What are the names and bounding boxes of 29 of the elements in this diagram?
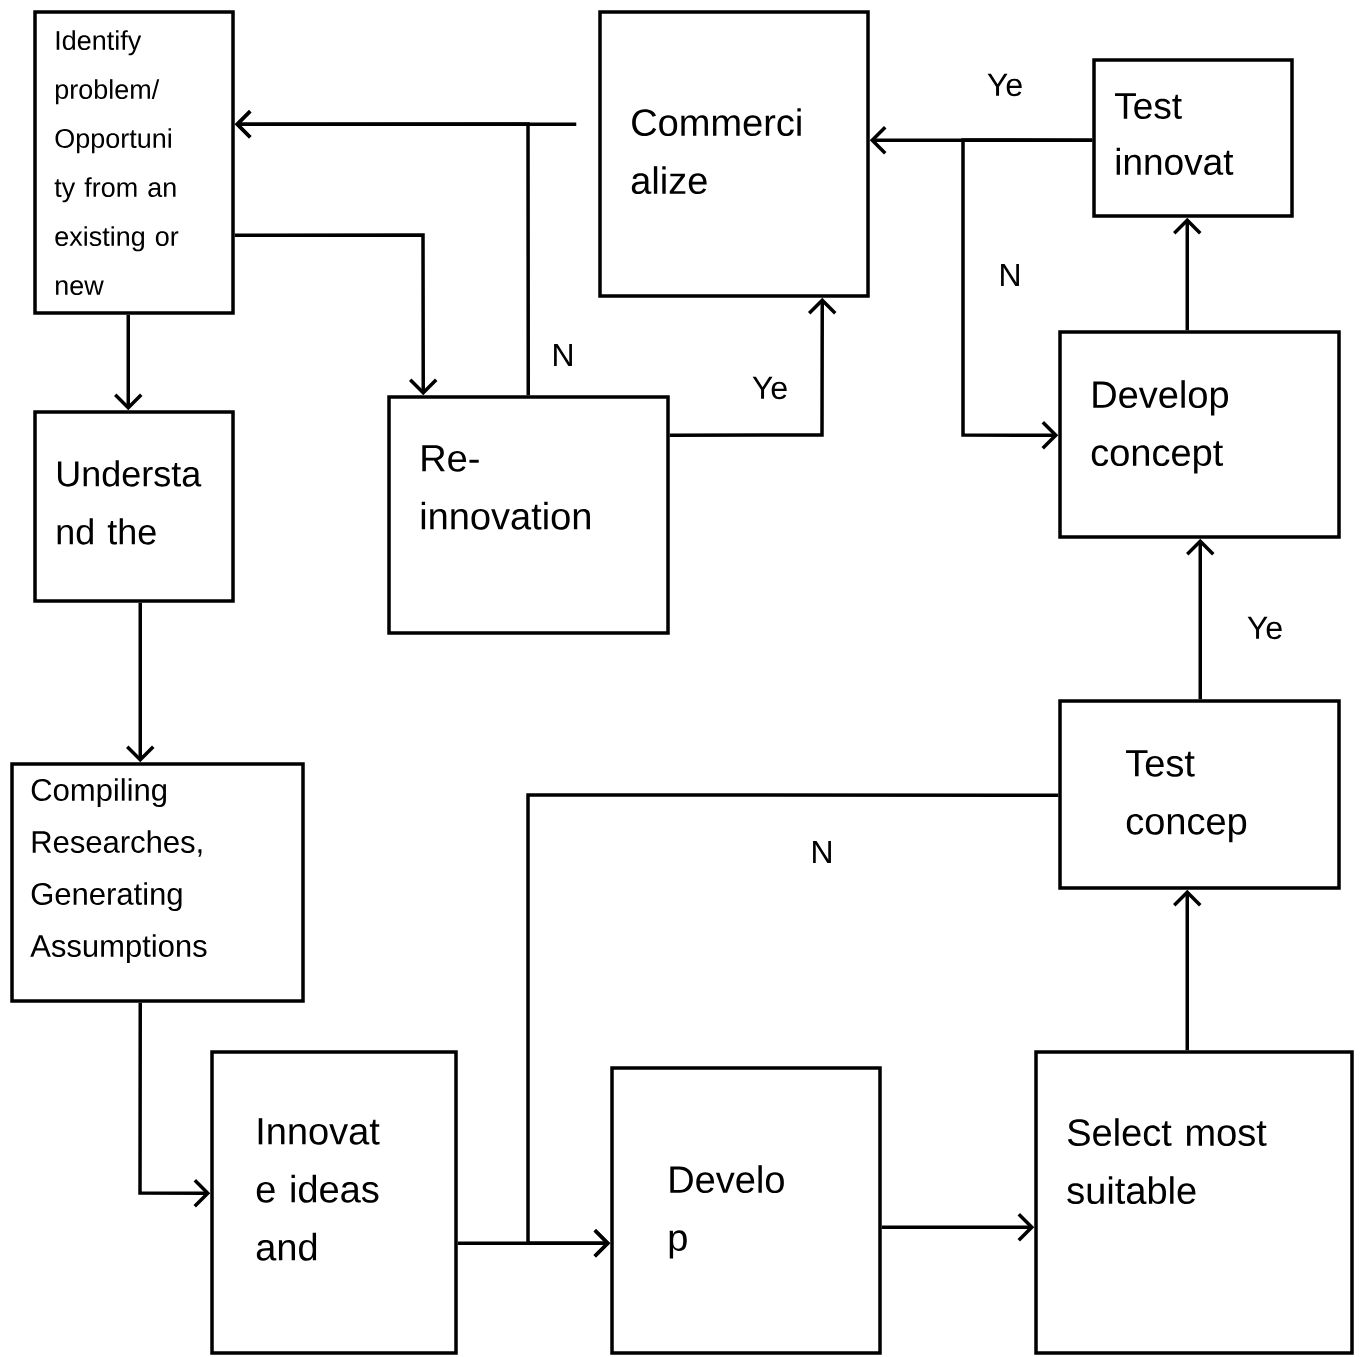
arrow xyxy=(881,1213,1035,1242)
arrow xyxy=(114,314,143,411)
process-box: Identify problem/ Opportuni ty from an existing or new xyxy=(33,10,235,315)
process-box: Commerci alize xyxy=(598,10,870,298)
process-box: Test innovat xyxy=(1092,58,1294,218)
process-box: Develop concept xyxy=(1058,330,1341,539)
edge-label: Ye xyxy=(1244,614,1286,642)
edge-label: N xyxy=(549,342,577,368)
process-box: Select most suitable xyxy=(1034,1050,1354,1355)
arrow xyxy=(669,297,837,437)
arrow xyxy=(138,1002,211,1208)
arrow xyxy=(1173,217,1202,331)
edge-label: Ye xyxy=(984,71,1026,99)
process-box: Innovat e ideas and xyxy=(210,1050,458,1355)
edge-label: N xyxy=(808,839,836,865)
process-box: Test concep xyxy=(1058,699,1341,890)
arrow xyxy=(234,110,577,139)
arrow xyxy=(126,602,155,763)
process-box: Develo p xyxy=(610,1066,882,1355)
process-box: Re- innovation xyxy=(387,395,670,635)
arrow xyxy=(234,233,438,396)
arrow xyxy=(1186,538,1215,700)
arrow xyxy=(526,793,1059,1258)
arrow xyxy=(961,138,1093,450)
process-box: Compiling Researches, Generating Assumptions xyxy=(10,762,305,1003)
edge-label: N xyxy=(996,262,1024,288)
arrow xyxy=(1173,889,1202,1051)
edge-label: Ye xyxy=(749,374,791,402)
process-box: Understa nd the xyxy=(33,410,235,603)
